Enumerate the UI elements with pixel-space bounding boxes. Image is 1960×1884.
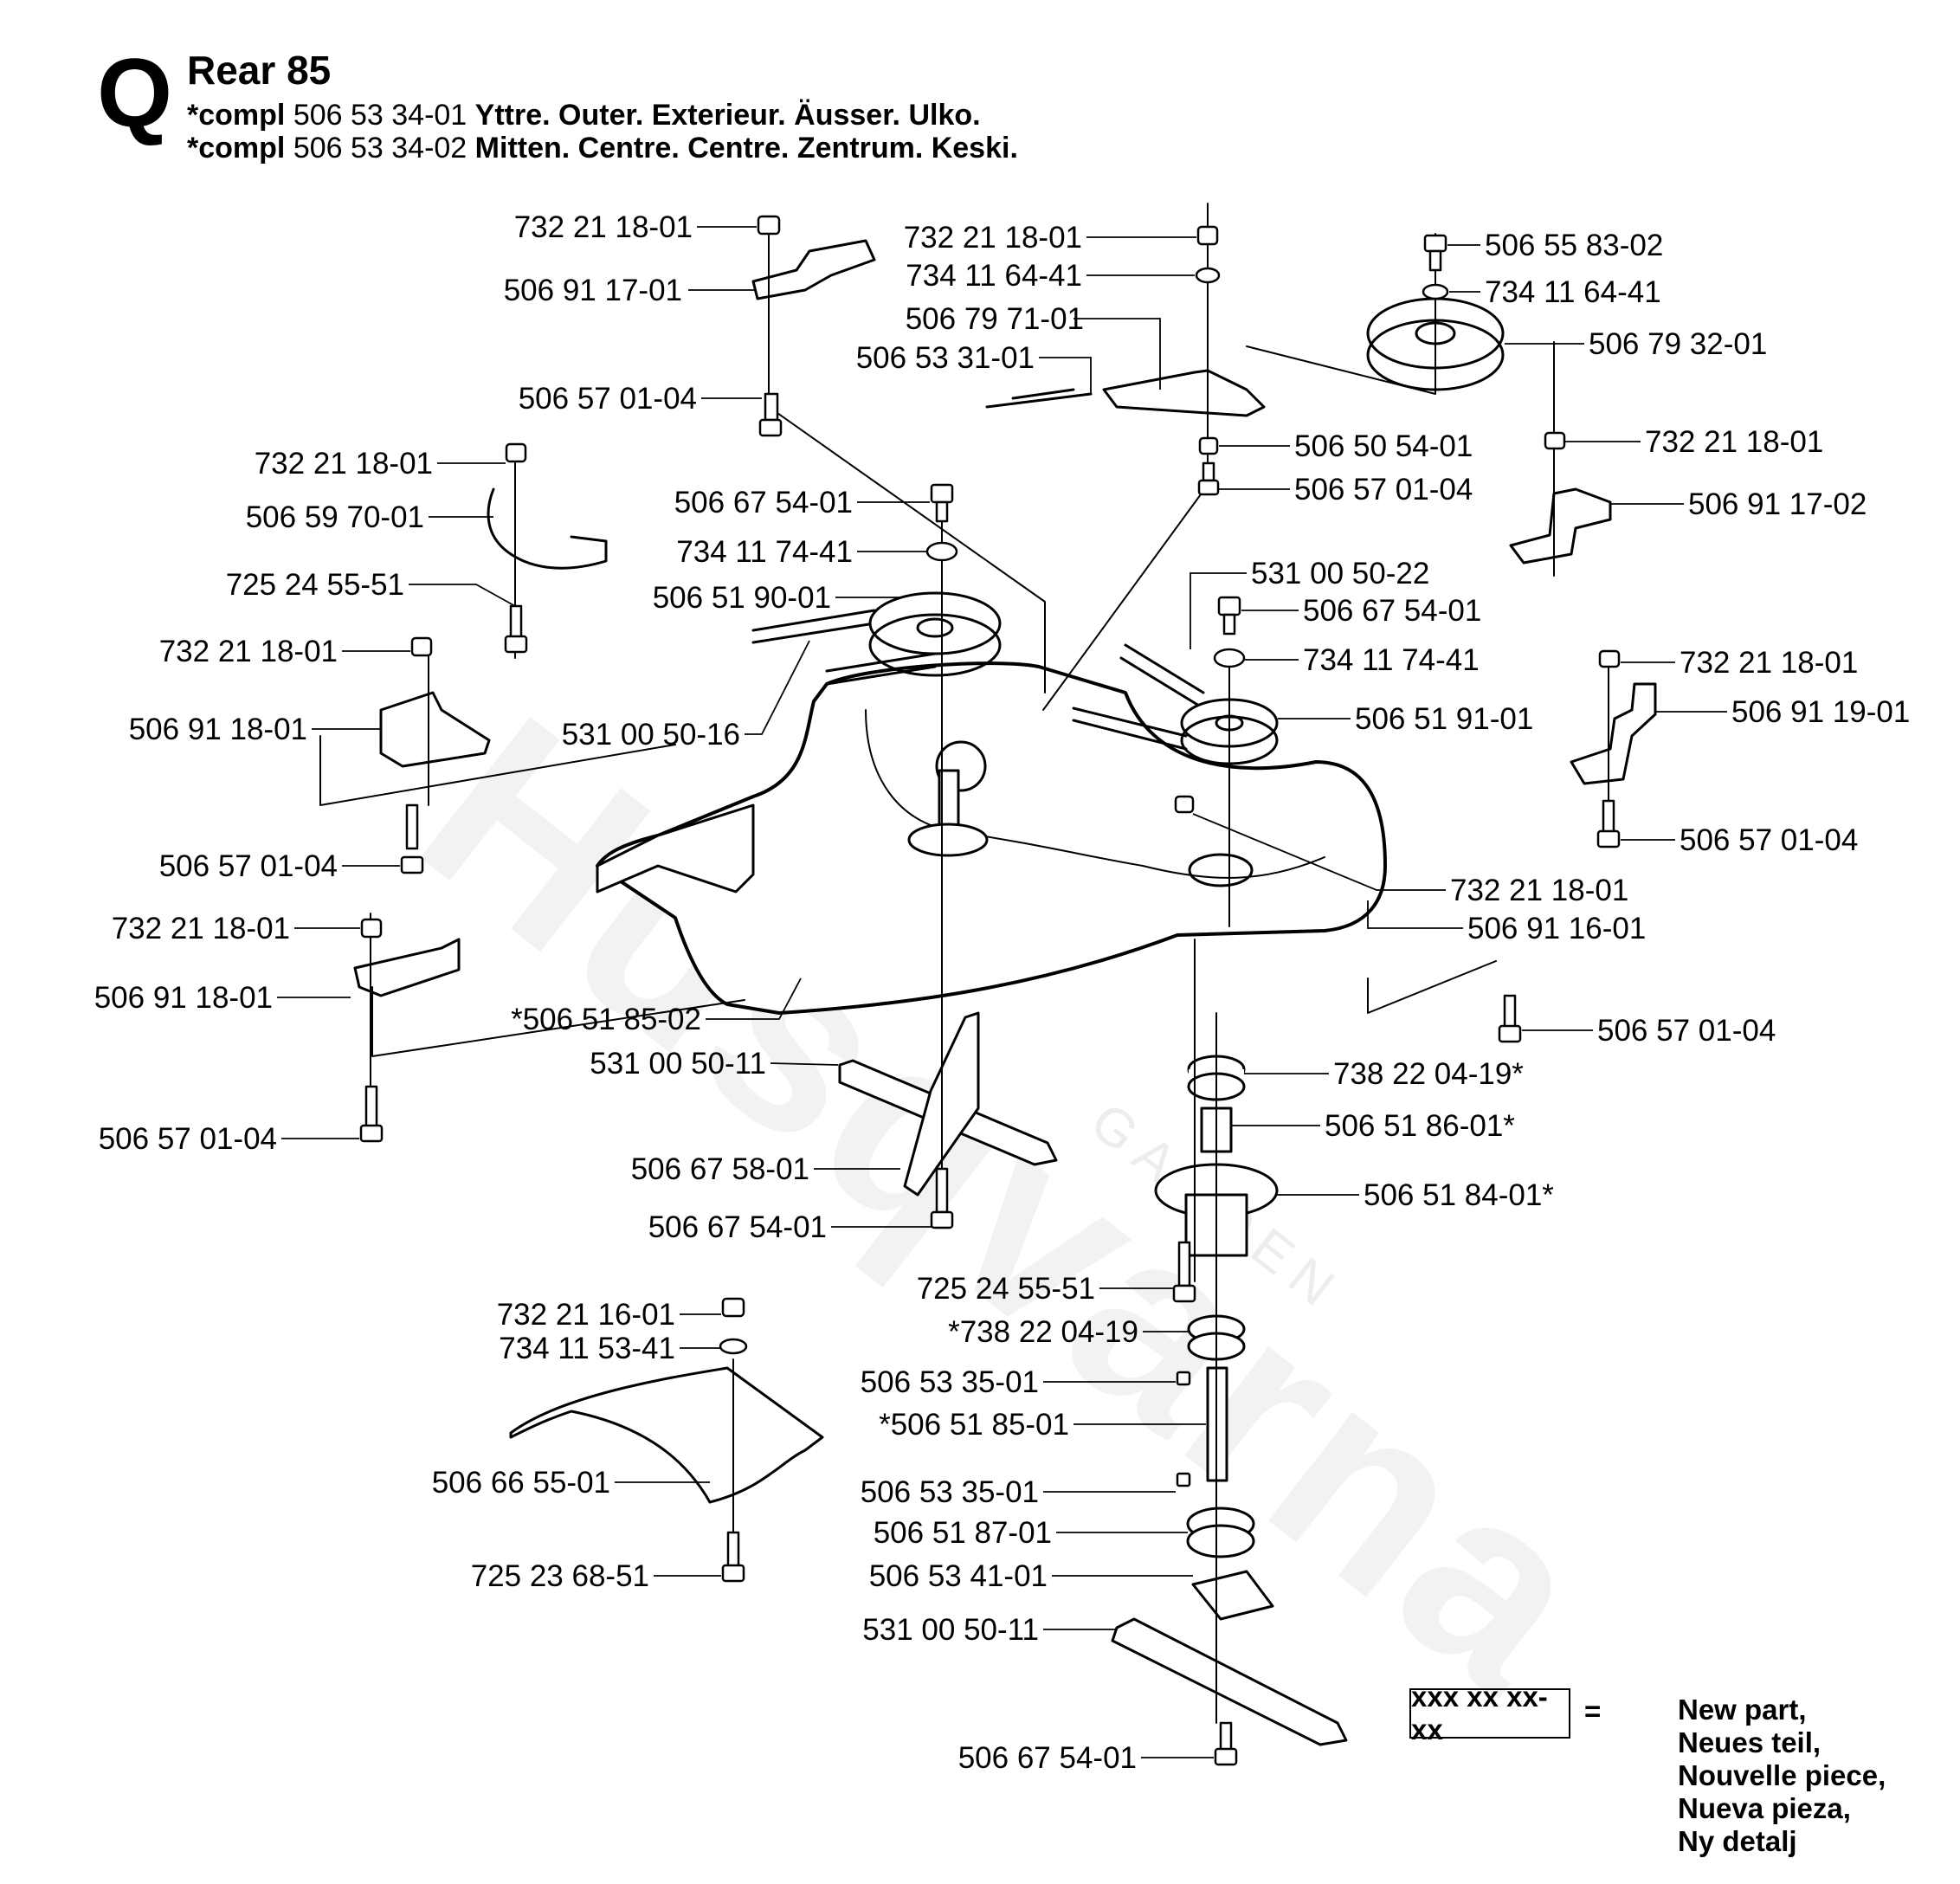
part-label: 531 00 50-22 — [1251, 557, 1429, 590]
axis-lines — [319, 203, 1609, 1724]
part-label: 732 21 18-01 — [1645, 425, 1823, 459]
part-label: 506 53 41-01 — [869, 1559, 1048, 1593]
deck-spindle-hole-right — [1188, 853, 1254, 887]
legend-meaning: New part, — [1678, 1694, 1807, 1726]
part-label: 531 00 50-11 — [590, 1047, 766, 1081]
compl-line-outer: *compl 506 53 34-01 Yttre. Outer. Exteri… — [187, 100, 981, 130]
part-label: 506 91 19-01 — [1731, 695, 1910, 729]
blade-bottom — [1111, 1617, 1348, 1746]
part-label: 734 11 64-41 — [1485, 275, 1661, 309]
hardware — [359, 215, 1621, 1766]
part-label: 506 57 01-04 — [159, 849, 338, 883]
part-label: 506 57 01-04 — [1680, 823, 1858, 857]
compl-part-no: 506 53 34-01 — [293, 99, 467, 132]
belt-left — [751, 609, 937, 686]
compl-desc: Mitten. Centre. Centre. Zentrum. Keski. — [474, 132, 1018, 165]
part-label: 725 24 55-51 — [226, 568, 404, 602]
tension-arm — [1102, 369, 1266, 417]
part-label: 506 79 71-01 — [906, 302, 1084, 336]
part-label: 506 91 18-01 — [129, 713, 307, 746]
legend-meaning: Ny detalj — [1678, 1825, 1797, 1857]
spring — [985, 388, 1093, 409]
part-label: 506 53 31-01 — [856, 341, 1035, 375]
part-label: 734 11 53-41 — [499, 1332, 675, 1365]
leader-lines — [277, 226, 1727, 1758]
legend-meaning: Nueva pieza, — [1678, 1792, 1851, 1824]
part-label: 506 67 54-01 — [958, 1741, 1137, 1775]
part-label: 531 00 50-11 — [862, 1613, 1039, 1647]
part-label: 506 51 90-01 — [653, 581, 831, 615]
part-label: 506 67 54-01 — [674, 486, 853, 519]
part-label: 732 21 16-01 — [497, 1298, 675, 1332]
section-letter: Q — [97, 39, 173, 147]
part-label: 506 67 54-01 — [1303, 594, 1481, 628]
part-label: 725 24 55-51 — [917, 1272, 1095, 1306]
part-label: 506 91 18-01 — [94, 981, 273, 1015]
spindle-base — [907, 823, 989, 857]
deck-chute — [596, 803, 755, 894]
legend-equals: = — [1584, 1695, 1602, 1727]
part-label: 734 11 64-41 — [906, 259, 1082, 293]
bracket-right-lower — [1570, 682, 1657, 785]
part-label: 506 51 86-01* — [1325, 1109, 1515, 1143]
part-label: *738 22 04-19 — [948, 1315, 1138, 1349]
part-label: 732 21 18-01 — [255, 447, 433, 481]
part-label: 506 91 17-02 — [1688, 487, 1867, 521]
part-label: 506 57 01-04 — [99, 1122, 277, 1156]
part-label: 506 57 01-04 — [519, 382, 697, 416]
compl-prefix: *compl — [187, 99, 286, 132]
part-label: 732 21 18-01 — [1680, 646, 1858, 680]
part-label: 506 67 54-01 — [648, 1210, 827, 1244]
part-label: 531 00 50-16 — [562, 718, 740, 752]
part-labels: 732 21 18-01 506 91 17-01 506 57 01-04 7… — [94, 210, 1911, 1775]
deck-top-edge — [865, 709, 1325, 879]
part-label: *506 51 85-01 — [879, 1408, 1069, 1442]
part-label: 732 21 18-01 — [112, 912, 290, 945]
part-label: 506 79 32-01 — [1589, 327, 1767, 361]
part-label: 506 57 01-04 — [1294, 473, 1473, 506]
part-label: 734 11 74-41 — [676, 535, 853, 569]
part-label: 732 21 18-01 — [514, 210, 693, 244]
part-label: 506 66 55-01 — [432, 1466, 610, 1500]
part-label: 506 91 16-01 — [1467, 912, 1646, 945]
part-label: *506 51 85-02 — [511, 1003, 701, 1036]
compl-part-no: 506 53 34-02 — [293, 132, 467, 165]
part-label: 506 51 84-01* — [1364, 1178, 1554, 1212]
legend-meaning: Neues teil, — [1678, 1726, 1821, 1758]
legend-sample-box: xxx xx xx-xx — [1409, 1681, 1570, 1745]
legend-meaning: Nouvelle piece, — [1678, 1759, 1886, 1791]
pulley-center — [868, 591, 1002, 677]
part-label: 506 51 91-01 — [1355, 702, 1533, 736]
hook-bracket — [487, 487, 608, 570]
part-label: 506 53 35-01 — [861, 1365, 1039, 1399]
belt-right — [1072, 643, 1205, 751]
bracket-left-upper — [379, 691, 491, 768]
part-label: 734 11 74-41 — [1303, 643, 1480, 677]
part-label: 506 55 83-02 — [1485, 229, 1663, 262]
bracket-right — [1509, 487, 1612, 565]
compl-desc: Yttre. Outer. Exterieur. Äusser. Ulko. — [474, 99, 981, 132]
part-label: 725 23 68-51 — [471, 1559, 649, 1593]
part-label: 506 59 70-01 — [246, 500, 424, 534]
part-label: 506 53 35-01 — [861, 1475, 1039, 1509]
bracket-top-left — [751, 239, 876, 300]
part-label: 732 21 18-01 — [159, 635, 338, 668]
part-label: 506 50 54-01 — [1294, 429, 1473, 463]
part-label: 506 51 87-01 — [874, 1516, 1052, 1550]
part-label: 732 21 18-01 — [1450, 874, 1628, 907]
part-label: 506 57 01-04 — [1597, 1014, 1776, 1048]
part-label: 506 67 58-01 — [631, 1152, 809, 1186]
compl-line-centre: *compl 506 53 34-02 Mitten. Centre. Cent… — [187, 133, 1018, 163]
part-label: 506 91 17-01 — [504, 274, 682, 307]
bracket-left-lower — [353, 938, 461, 997]
part-label: 732 21 18-01 — [904, 221, 1082, 255]
compl-prefix: *compl — [187, 132, 286, 165]
deck-spindle-hole — [935, 740, 987, 792]
legend-meanings: New part, Neues teil, Nouvelle piece, Nu… — [1678, 1694, 1886, 1858]
diagram-title: Rear 85 — [187, 48, 332, 93]
part-label: 738 22 04-19* — [1333, 1057, 1524, 1091]
